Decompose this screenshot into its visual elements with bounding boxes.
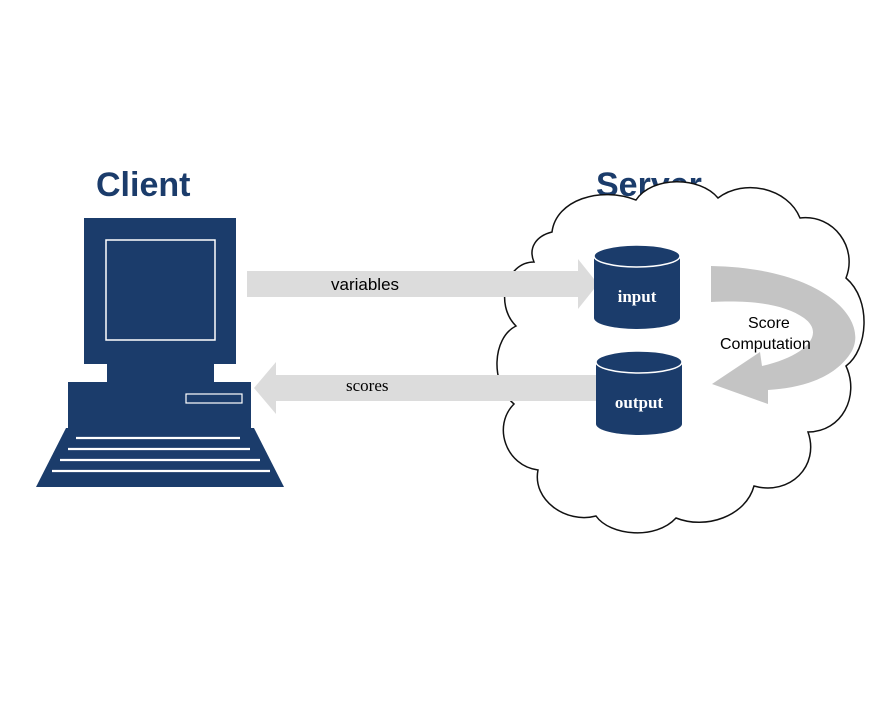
desktop-computer-icon (36, 218, 284, 487)
keyboard-keys (52, 436, 270, 473)
keyboard (36, 428, 284, 487)
variables-label: variables (331, 275, 399, 294)
disk-drive-slot (185, 393, 243, 404)
score-computation-arrow (711, 266, 856, 404)
input-label: input (618, 287, 657, 306)
output-label: output (615, 393, 664, 412)
variables-arrow (247, 259, 598, 309)
output-database-icon (595, 350, 683, 435)
scores-arrow (254, 362, 600, 414)
monitor-stand (107, 364, 214, 382)
scores-label: scores (346, 376, 388, 395)
score-computation-label-line2: Computation (720, 336, 811, 353)
computer-case (68, 382, 251, 428)
client-title: Client (96, 166, 190, 204)
score-computation-label-line1: Score (748, 315, 790, 332)
input-database-icon (593, 244, 681, 329)
monitor-screen (105, 239, 216, 341)
cloud-icon (496, 181, 865, 534)
